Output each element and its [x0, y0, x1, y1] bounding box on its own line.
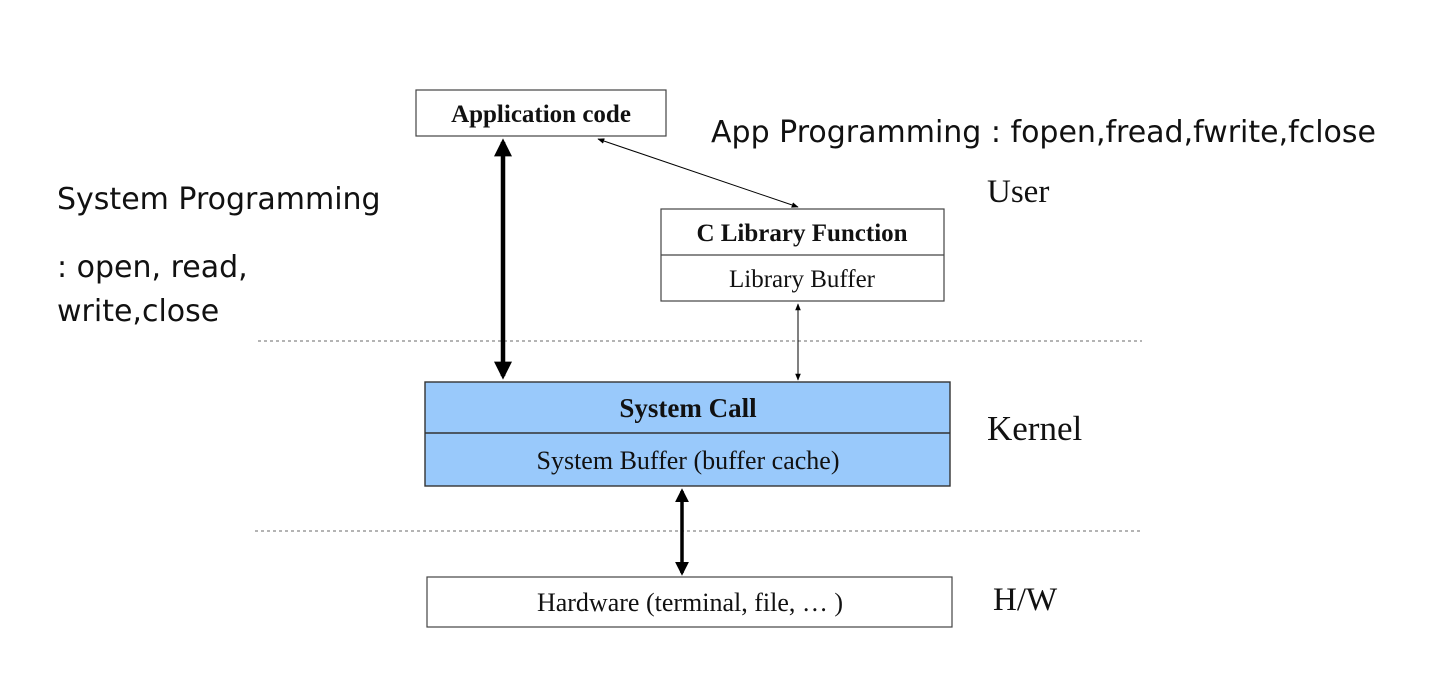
system-calls-line-1: : open, read,: [57, 250, 248, 285]
hardware-label: Hardware (terminal, file, … ): [537, 588, 843, 617]
system-buffer-label: System Buffer (buffer cache): [537, 446, 840, 475]
c-library-function-label: C Library Function: [696, 220, 907, 247]
system-calls-line-2: write,close: [57, 294, 220, 329]
user-layer-label: User: [987, 174, 1050, 210]
system-call-label: System Call: [619, 393, 757, 423]
kernel-layer-label: Kernel: [987, 409, 1083, 448]
application-code-box: Application code: [415, 89, 667, 137]
library-buffer-label: Library Buffer: [729, 266, 876, 293]
hardware-box: Hardware (terminal, file, … ): [426, 576, 953, 628]
application-code-label: Application code: [451, 101, 631, 128]
app-programming-note: App Programming : fopen,fread,fwrite,fcl…: [711, 115, 1376, 150]
c-library-function-box: C Library Function Library Buffer: [660, 208, 945, 302]
system-programming-title: System Programming: [57, 182, 381, 217]
app-to-library-arrow: [597, 138, 799, 208]
hw-layer-label: H/W: [993, 582, 1058, 618]
system-call-box: System Call System Buffer (buffer cache): [424, 381, 951, 487]
